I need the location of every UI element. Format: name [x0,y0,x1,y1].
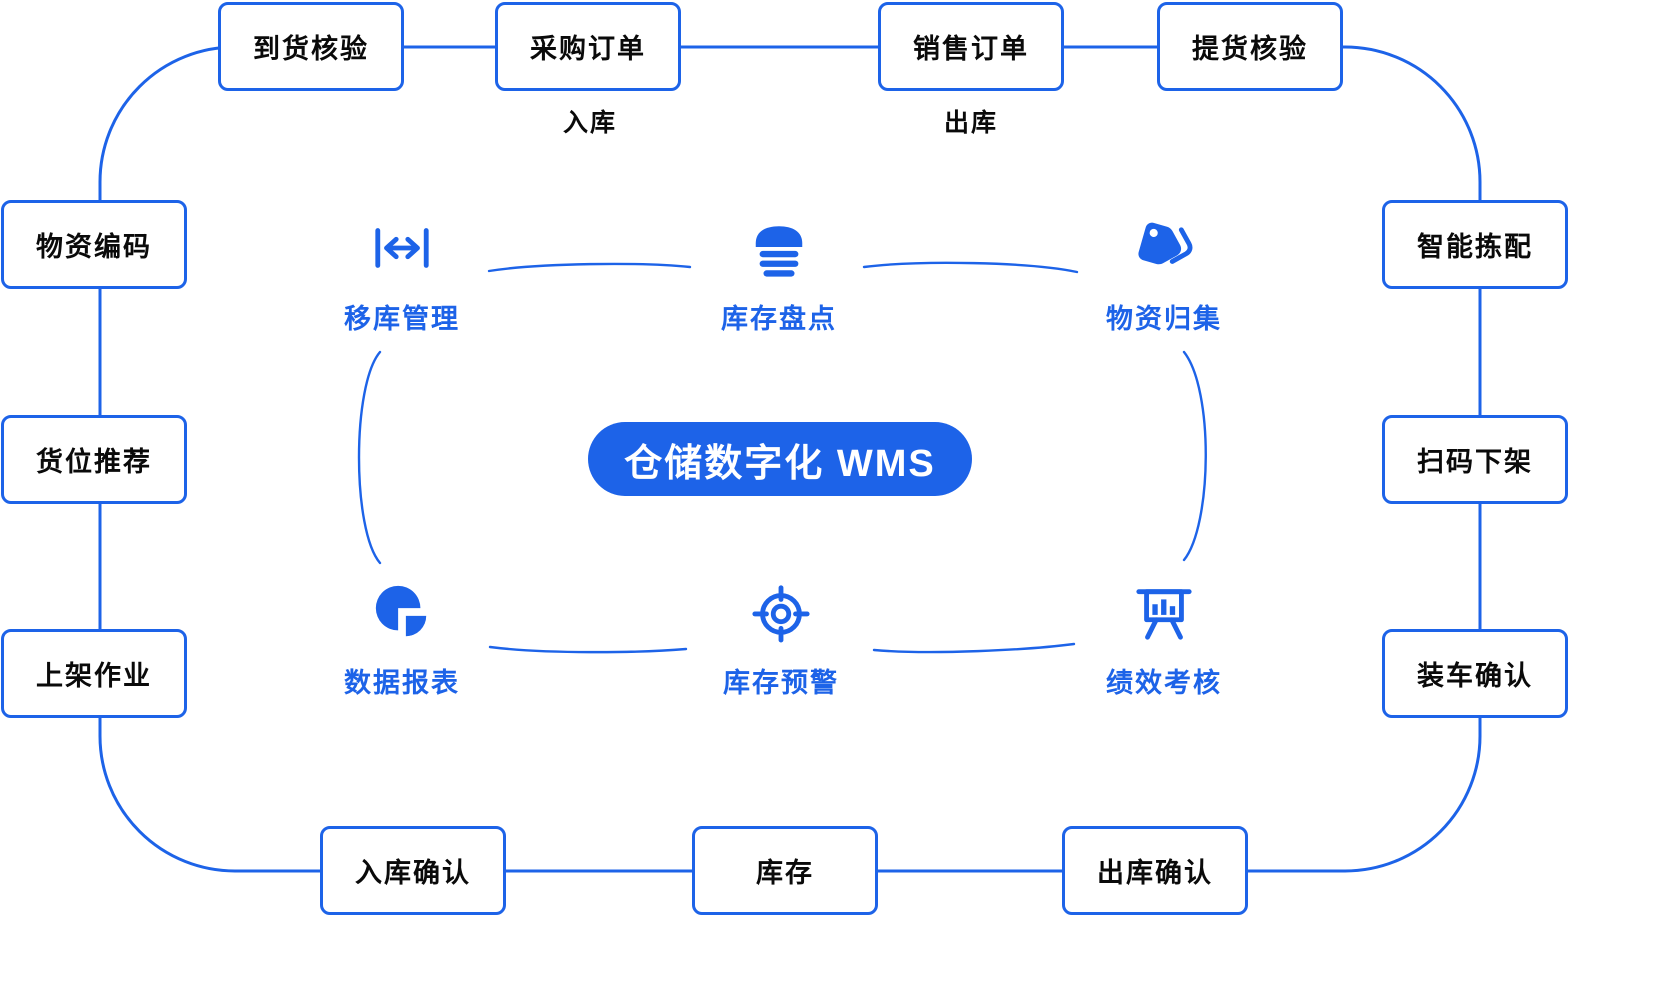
presentation-chart-icon [1133,581,1195,643]
inner-loop-arc-right [1182,350,1207,562]
inner-node-label: 数据报表 [344,668,460,698]
node-outbound-confirmation: 出库确认 [1062,826,1248,915]
pie-chart-icon [371,581,433,643]
node-scan-unshelve: 扫码下架 [1382,415,1568,504]
node-smart-picking: 智能拣配 [1382,200,1568,289]
inner-node-performance-review: 绩效考核 [1064,581,1264,700]
inner-loop-arc-bottom-right [872,642,1076,654]
inner-node-data-reports: 数据报表 [302,581,502,700]
inner-node-material-collection: 物资归集 [1064,217,1264,336]
move-arrows-icon: .ic-s{stroke-width:5;} [371,217,433,279]
node-sales-order: 销售订单 [878,2,1064,91]
node-loading-confirmation: 装车确认 [1382,629,1568,718]
node-inbound-confirmation: 入库确认 [320,826,506,915]
inner-node-stocktaking: 库存盘点 [679,217,879,336]
inner-node-label: 物资归集 [1106,304,1222,334]
inner-loop-arc-top-right [862,261,1079,274]
inner-loop-arc-top-left [487,262,692,273]
node-material-coding: 物资编码 [1,200,187,289]
node-shelving-operation: 上架作业 [1,629,187,718]
inner-node-label: 库存盘点 [721,304,837,334]
center-title: 仓储数字化 WMS [588,422,972,496]
inner-node-move-management: .ic-s{stroke-width:5;} 移库管理 [302,217,502,336]
flow-label-outbound: 出库 [943,109,998,137]
inner-node-label: 绩效考核 [1106,668,1222,698]
node-purchase-order: 采购订单 [495,2,681,91]
tags-icon [1133,217,1195,279]
node-inventory: 库存 [692,826,878,915]
inner-node-label: 库存预警 [723,668,839,698]
flow-label-inbound: 入库 [562,109,617,137]
inner-node-inventory-alert: 库存预警 [681,581,881,700]
warehouse-icon [748,217,810,279]
inner-loop-arc-left [357,350,382,565]
inner-node-label: 移库管理 [344,304,460,334]
node-slot-recommendation: 货位推荐 [1,415,187,504]
inner-loop-arc-bottom-left [488,645,688,654]
node-arrival-verification: 到货核验 [218,2,404,91]
target-icon [750,581,812,643]
node-pickup-verification: 提货核验 [1157,2,1343,91]
